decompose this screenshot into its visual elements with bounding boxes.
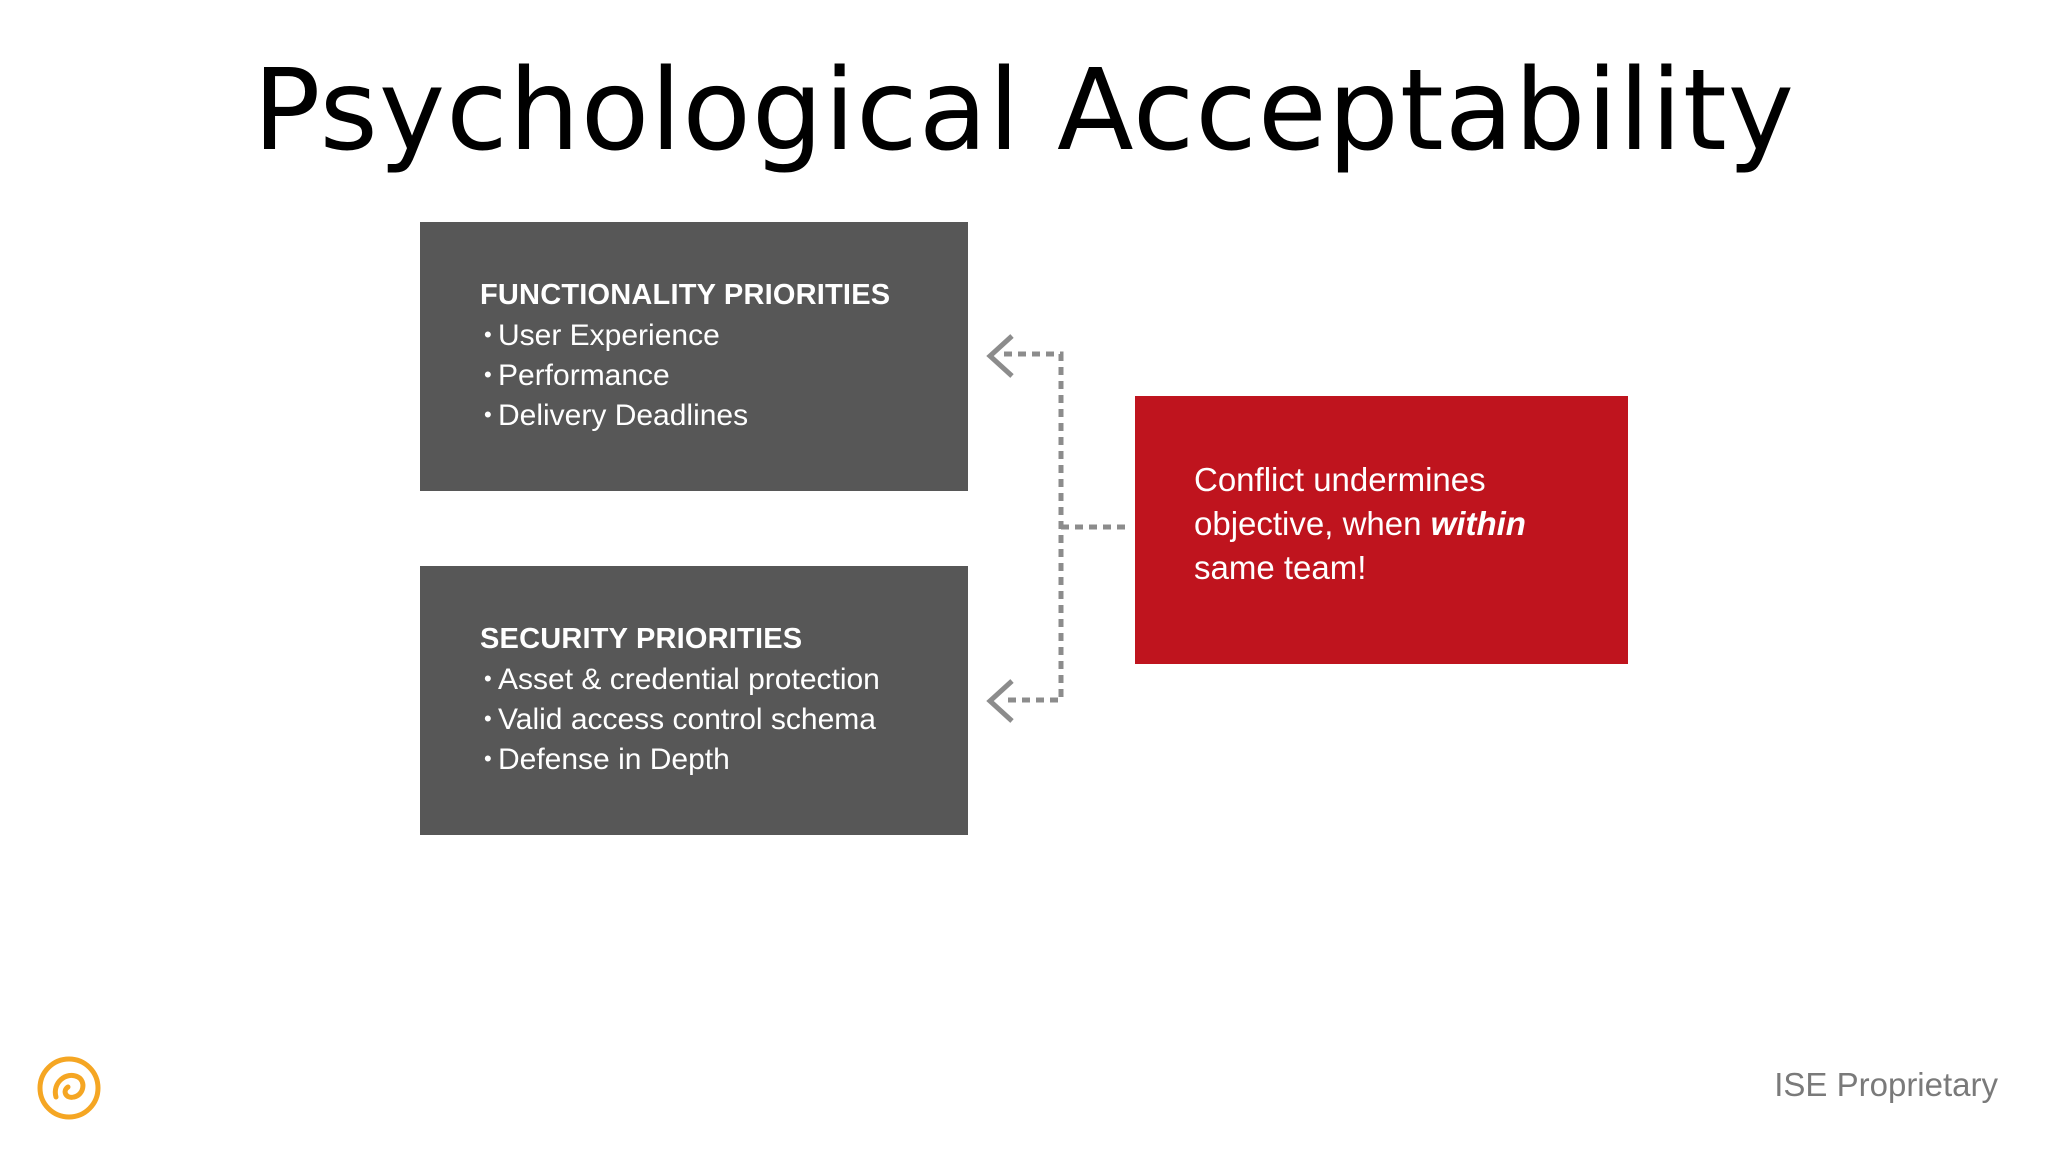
security-item-asset-protection: Asset & credential protection	[498, 663, 880, 696]
functionality-heading: FUNCTIONALITY PRIORITIES	[480, 279, 891, 311]
conflict-line-3: same team!	[1194, 549, 1367, 586]
conflict-emphasis: within	[1430, 505, 1526, 542]
connector-top-branch	[1004, 351, 1064, 703]
chevron-left-arrow-icon	[986, 679, 1014, 723]
list-item: •Valid access control schema	[480, 699, 968, 739]
functionality-item-user-experience: User Experience	[498, 319, 720, 352]
bullet-icon: •	[484, 746, 492, 771]
bullet-icon: •	[484, 402, 492, 427]
security-item-defense-in-depth: Defense in Depth	[498, 743, 730, 776]
conflict-line-2: objective, when within	[1194, 502, 1628, 546]
security-item-access-control: Valid access control schema	[498, 703, 876, 736]
bullet-icon: •	[484, 666, 492, 691]
list-item: •User Experience	[480, 315, 968, 355]
functionality-item-performance: Performance	[498, 359, 670, 392]
list-item: •Performance	[480, 355, 968, 395]
list-item: •Asset & credential protection	[480, 659, 968, 699]
chevron-left-arrow-icon	[986, 334, 1014, 378]
security-priorities-box: SECURITY PRIORITIES •Asset & credential …	[420, 566, 968, 835]
list-item: •Defense in Depth	[480, 739, 968, 779]
footer-proprietary-label: ISE Proprietary	[1774, 1066, 1998, 1103]
orange-swirl-logo-icon	[37, 1056, 101, 1120]
list-item: •Delivery Deadlines	[480, 395, 968, 435]
security-list: •Asset & credential protection •Valid ac…	[480, 659, 968, 779]
functionality-list: •User Experience •Performance •Delivery …	[480, 315, 968, 435]
conflict-line-2-prefix: objective, when	[1194, 505, 1431, 542]
conflict-callout-box: Conflict undermines objective, when with…	[1135, 396, 1628, 664]
functionality-item-delivery-deadlines: Delivery Deadlines	[498, 399, 749, 432]
bullet-icon: •	[484, 322, 492, 347]
functionality-priorities-box: FUNCTIONALITY PRIORITIES •User Experienc…	[420, 222, 968, 491]
conflict-text: Conflict undermines objective, when with…	[1194, 458, 1628, 590]
conflict-line-1: Conflict undermines	[1194, 461, 1486, 498]
security-heading: SECURITY PRIORITIES	[480, 623, 803, 655]
bullet-icon: •	[484, 706, 492, 731]
bullet-icon: •	[484, 362, 492, 387]
slide-title: Psychological Acceptability	[252, 46, 1796, 176]
